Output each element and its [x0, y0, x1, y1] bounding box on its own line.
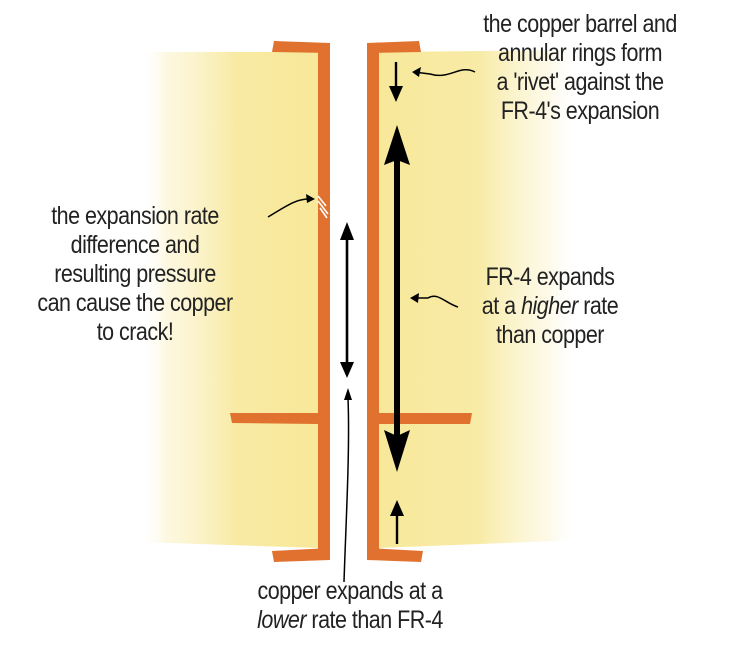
- fr4-expansion-arrow: [384, 125, 410, 472]
- top-pad-left: [272, 41, 330, 53]
- label-crack-line: difference and: [70, 231, 200, 259]
- label-rivet: the copper barrel and annular rings form…: [451, 10, 709, 126]
- label-rivet-line: the copper barrel and: [483, 10, 677, 38]
- label-copper-rate: copper expands at a lower rate than FR-4: [221, 577, 479, 635]
- label-rivet-line: a 'rivet' against the: [496, 68, 664, 96]
- copper-barrel-left: [230, 41, 330, 562]
- bottom-pad-right: [367, 548, 423, 562]
- emphasis-higher: higher: [521, 292, 578, 320]
- emphasis-lower: lower: [257, 606, 306, 634]
- label-fr4-rate: FR-4 expands at a higher rate than coppe…: [464, 263, 636, 350]
- text: rate than FR-4: [305, 606, 443, 634]
- label-crack-line: to crack!: [96, 318, 174, 346]
- text: rate: [577, 292, 619, 320]
- label-fr4-line: FR-4 expands: [485, 263, 615, 291]
- leader-fr4-head: [410, 293, 419, 303]
- barrel-wall-right: [367, 43, 379, 560]
- label-copper-line: copper expands at a: [257, 577, 443, 605]
- label-rivet-line: FR-4's expansion: [500, 97, 660, 125]
- leader-copper: [343, 397, 350, 583]
- leader-copper-head: [344, 388, 352, 400]
- leader-rivet-head: [412, 67, 421, 77]
- rivet-down-arrow: [389, 62, 403, 102]
- bottom-pad-left: [272, 548, 330, 562]
- rivet-up-arrow: [390, 500, 404, 544]
- label-rivet-line: annular rings form: [498, 39, 663, 67]
- inner-pad-right: [379, 413, 472, 424]
- label-copper-line: lower rate than FR-4: [221, 606, 479, 635]
- label-crack-line: resulting pressure: [54, 260, 216, 288]
- fr4-left: [140, 52, 318, 548]
- label-crack-line: can cause the copper: [37, 289, 233, 317]
- leader-rivet: [413, 69, 476, 77]
- barrel-wall-left: [318, 43, 330, 560]
- copper-barrel-right: [367, 41, 472, 562]
- label-fr4-line: at a higher rate: [464, 292, 636, 321]
- label-crack-line: the expansion rate: [51, 202, 219, 230]
- top-pad-right: [367, 41, 421, 53]
- leader-crack-head: [306, 194, 315, 203]
- inner-pad-left: [230, 413, 318, 424]
- leader-fr4: [414, 295, 459, 308]
- label-fr4-line: than copper: [496, 321, 604, 349]
- crack-mark: [317, 195, 329, 219]
- label-crack: the expansion rate difference and result…: [19, 202, 251, 347]
- copper-expansion-arrow: [340, 222, 354, 378]
- text: at a: [481, 292, 522, 320]
